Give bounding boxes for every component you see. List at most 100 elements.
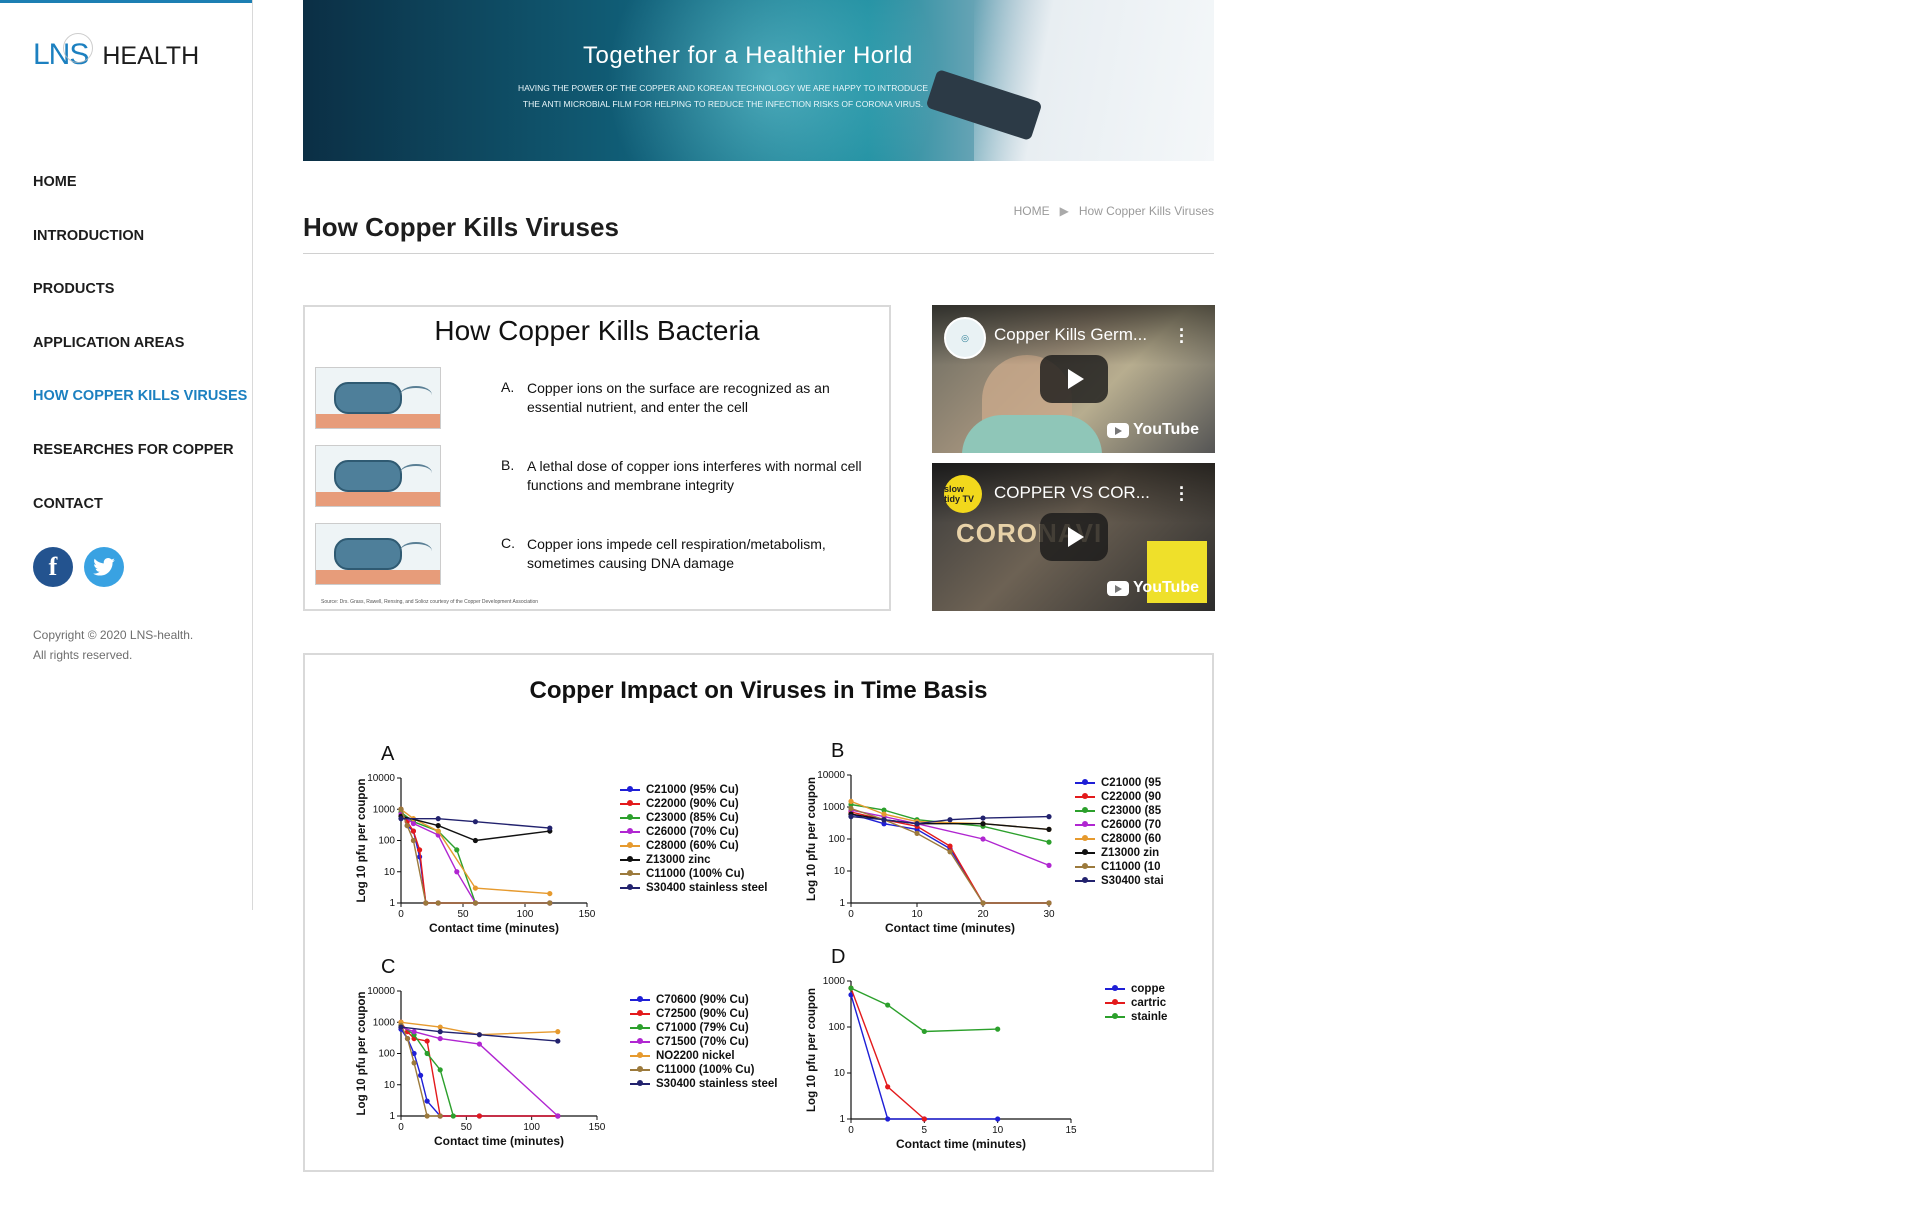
data-point <box>411 1029 417 1035</box>
legend-swatch <box>1075 849 1095 855</box>
legend-item: C28000 (60% Cu) <box>620 839 790 853</box>
legend-item: S30400 stainless steel <box>630 1077 800 1091</box>
video-embed[interactable]: ◎ Copper Kills Germ... ··· YouTube <box>932 305 1215 453</box>
data-point <box>914 821 920 827</box>
breadcrumb-current: How Copper Kills Viruses <box>1078 204 1214 218</box>
channel-logo-icon[interactable]: slow tidy TV <box>944 475 982 513</box>
data-point <box>424 1113 430 1119</box>
twitter-bird-icon <box>93 558 115 576</box>
legend-swatch <box>1075 821 1095 827</box>
video-embed[interactable]: CORONAVI slow tidy TV COPPER VS COR... ·… <box>932 463 1215 611</box>
legend-label: C28000 (60 <box>1101 833 1162 845</box>
youtube-logo[interactable]: YouTube <box>1106 421 1199 439</box>
infographic-title: How Copper Kills Bacteria <box>434 315 760 346</box>
chart-legend: C70600 (90% Cu)C72500 (90% Cu)C71000 (79… <box>630 993 800 1091</box>
channel-thumb-logo <box>1147 541 1207 603</box>
youtube-logo[interactable]: YouTube <box>1106 579 1199 597</box>
facebook-icon[interactable]: f <box>33 547 73 587</box>
doctor-image <box>974 0 1214 161</box>
y-tick-label: 1 <box>389 898 395 909</box>
data-point <box>1046 826 1052 832</box>
x-tick-label: 30 <box>1043 909 1055 920</box>
play-button[interactable] <box>1040 513 1108 561</box>
data-point <box>476 1041 482 1047</box>
nav-item-how-copper-kills-viruses[interactable]: HOW COPPER KILLS VIRUSES <box>33 388 248 405</box>
data-point <box>555 1029 561 1035</box>
data-point <box>881 811 887 817</box>
data-point <box>435 900 441 906</box>
data-point <box>472 819 478 825</box>
site-logo[interactable]: LNS HEALTH <box>33 33 199 72</box>
data-point <box>547 900 553 906</box>
bacteria-cell-image <box>315 445 441 507</box>
data-point <box>547 825 553 831</box>
bacteria-infographic: How Copper Kills Bacteria A.Copper ions … <box>303 305 891 611</box>
nav-item-products[interactable]: PRODUCTS <box>33 281 115 298</box>
nav-item-researches-for-copper[interactable]: RESEARCHES FOR COPPER <box>33 441 234 458</box>
y-tick-label: 10000 <box>367 986 395 997</box>
legend-item: S30400 stai <box>1075 874 1175 888</box>
y-axis-label: Log 10 pfu per coupon <box>806 777 818 901</box>
legend-label: coppe <box>1131 983 1165 995</box>
legend-label: S30400 stai <box>1101 875 1164 887</box>
legend-swatch <box>620 814 640 820</box>
data-point <box>398 816 404 822</box>
data-point <box>417 847 423 853</box>
copyright: Copyright © 2020 LNS-health. All rights … <box>33 625 193 665</box>
breadcrumb: HOME ▶ How Copper Kills Viruses <box>1014 204 1214 218</box>
data-point <box>947 843 953 849</box>
data-point <box>921 1028 927 1035</box>
legend-swatch <box>630 1038 650 1044</box>
legend-item: C70600 (90% Cu) <box>630 993 800 1007</box>
more-options-icon[interactable]: ··· <box>1179 320 1185 352</box>
panel-letter: A <box>381 743 395 765</box>
play-button[interactable] <box>1040 355 1108 403</box>
nav-item-introduction[interactable]: INTRODUCTION <box>33 227 145 244</box>
sidebar: LNS HEALTH HOME INTRODUCTION PRODUCTS APPLI… <box>0 0 253 910</box>
legend-label: C28000 (60% Cu) <box>646 840 739 852</box>
legend-swatch <box>630 1010 650 1016</box>
main-nav: HOME INTRODUCTION PRODUCTS APPLICATION AREA… <box>33 171 247 546</box>
series-line <box>850 987 925 1120</box>
legend-swatch <box>1075 793 1095 799</box>
legend-swatch <box>1105 999 1125 1005</box>
data-point <box>404 822 410 829</box>
twitter-icon[interactable] <box>84 547 124 587</box>
legend-swatch <box>620 842 640 848</box>
banner-subtitle: HAVING THE POWER OF THE COPPER AND KOREA… <box>453 80 993 112</box>
more-options-icon[interactable]: ··· <box>1179 478 1185 510</box>
legend-item: C26000 (70 <box>1075 818 1175 832</box>
nav-item-contact[interactable]: CONTACT <box>33 495 103 512</box>
legend-swatch <box>630 1052 650 1058</box>
data-point <box>410 828 416 834</box>
legend-label: C22000 (90 <box>1101 791 1162 803</box>
breadcrumb-home[interactable]: HOME <box>1013 204 1050 218</box>
banner-title: Together for a Healthier Horld <box>583 42 913 69</box>
data-point <box>980 815 986 821</box>
legend-item: S30400 stainless steel <box>620 881 790 895</box>
legend-swatch <box>1075 835 1095 841</box>
legend-label: C11000 (10 <box>1101 861 1161 873</box>
x-tick-label: 10 <box>911 909 923 920</box>
data-point <box>424 1098 430 1104</box>
channel-logo-icon[interactable]: ◎ <box>944 317 986 359</box>
infographic-step: A.Copper ions on the surface are recogni… <box>315 367 875 429</box>
data-point <box>418 1072 424 1078</box>
legend-label: C21000 (95% Cu) <box>646 784 739 796</box>
data-point <box>848 985 854 991</box>
x-tick-label: 0 <box>398 909 404 920</box>
legend-label: S30400 stainless steel <box>646 882 768 894</box>
banner-subtitle-line: HAVING THE POWER OF THE COPPER AND KOREA… <box>517 83 929 93</box>
legend-swatch <box>620 800 640 806</box>
legend-swatch <box>630 1080 650 1086</box>
data-point <box>437 1035 443 1042</box>
nav-item-application-areas[interactable]: APPLICATION AREAS <box>33 334 185 351</box>
y-tick-label: 10000 <box>817 770 845 781</box>
panel-letter: B <box>831 740 844 762</box>
video-title[interactable]: Copper Kills Germ... <box>994 325 1148 344</box>
video-title[interactable]: COPPER VS COR... <box>994 483 1150 502</box>
nav-item-home[interactable]: HOME <box>33 174 77 190</box>
series-line <box>401 817 550 829</box>
